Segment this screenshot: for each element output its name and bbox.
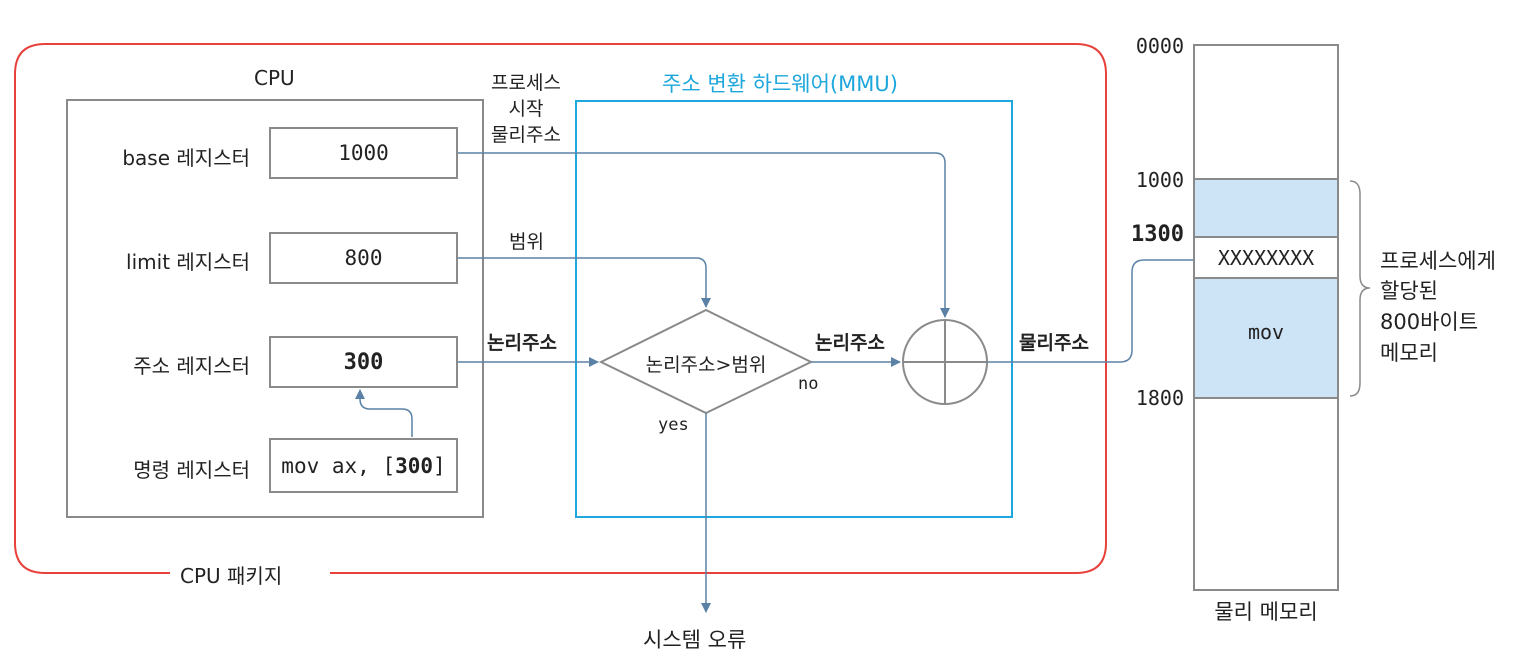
physical-address-line (987, 259, 1194, 363)
base-annotation-line2: 시작 (508, 98, 544, 120)
allocation-brace (1349, 180, 1371, 397)
memory-mov-cell: mov (1247, 320, 1285, 344)
system-error-label: 시스템 오류 (643, 628, 747, 652)
physical-address-label: 물리주소 (1019, 332, 1089, 354)
instruction-register-value: mov ax, [300] (281, 453, 446, 478)
base-annotation-line3: 물리주소 (491, 124, 561, 146)
cpu-package-border (14, 43, 1107, 574)
limit-register-label: limit 레지스터 (126, 250, 250, 274)
address-register-label: 주소 레지스터 (133, 354, 250, 378)
yes-label: yes (658, 415, 689, 435)
memory-address-0000: 0000 (1135, 34, 1184, 58)
adder-circle (902, 319, 988, 405)
base-register-box: 1000 (269, 127, 458, 179)
logical-address-in-label: 논리주소 (487, 332, 557, 354)
allocation-label-line1: 프로세스에게 (1380, 249, 1496, 273)
instruction-register-box: mov ax, [300] (269, 438, 458, 493)
mmu-box (575, 100, 1013, 518)
cpu-package-label: CPU 패키지 (180, 564, 283, 588)
limit-arrow (458, 257, 711, 308)
address-register-value: 300 (343, 349, 384, 375)
no-label: no (798, 374, 819, 394)
memory-data-cell: XXXXXXXX (1217, 246, 1315, 270)
limit-register-value: 800 (344, 246, 383, 270)
instruction-register-label: 명령 레지스터 (133, 458, 250, 482)
cpu-box (66, 99, 484, 518)
physical-memory-caption: 물리 메모리 (1214, 600, 1318, 624)
base-register-label: base 레지스터 (122, 146, 250, 170)
cpu-title: CPU (254, 66, 295, 90)
instruction-to-address-arrow (355, 389, 413, 437)
memory-address-1800: 1800 (1135, 386, 1184, 410)
allocation-label-line4: 메모리 (1380, 341, 1438, 365)
memory-address-1000: 1000 (1135, 168, 1184, 192)
memory-address-1300: 1300 (1131, 222, 1184, 247)
base-annotation-line1: 프로세스 (491, 72, 561, 94)
base-register-value: 1000 (338, 141, 389, 165)
allocation-label-line2: 할당된 (1380, 279, 1438, 303)
limit-register-box: 800 (269, 232, 458, 284)
address-register-box: 300 (269, 336, 458, 388)
mmu-title: 주소 변환 하드웨어(MMU) (662, 72, 898, 96)
range-annotation: 범위 (509, 231, 544, 253)
allocation-label-line3: 800바이트 (1380, 310, 1479, 334)
decision-text: 논리주소>범위 (645, 354, 767, 376)
physical-memory (1193, 44, 1339, 591)
base-arrow (458, 152, 950, 318)
logical-address-out-label: 논리주소 (815, 332, 885, 354)
